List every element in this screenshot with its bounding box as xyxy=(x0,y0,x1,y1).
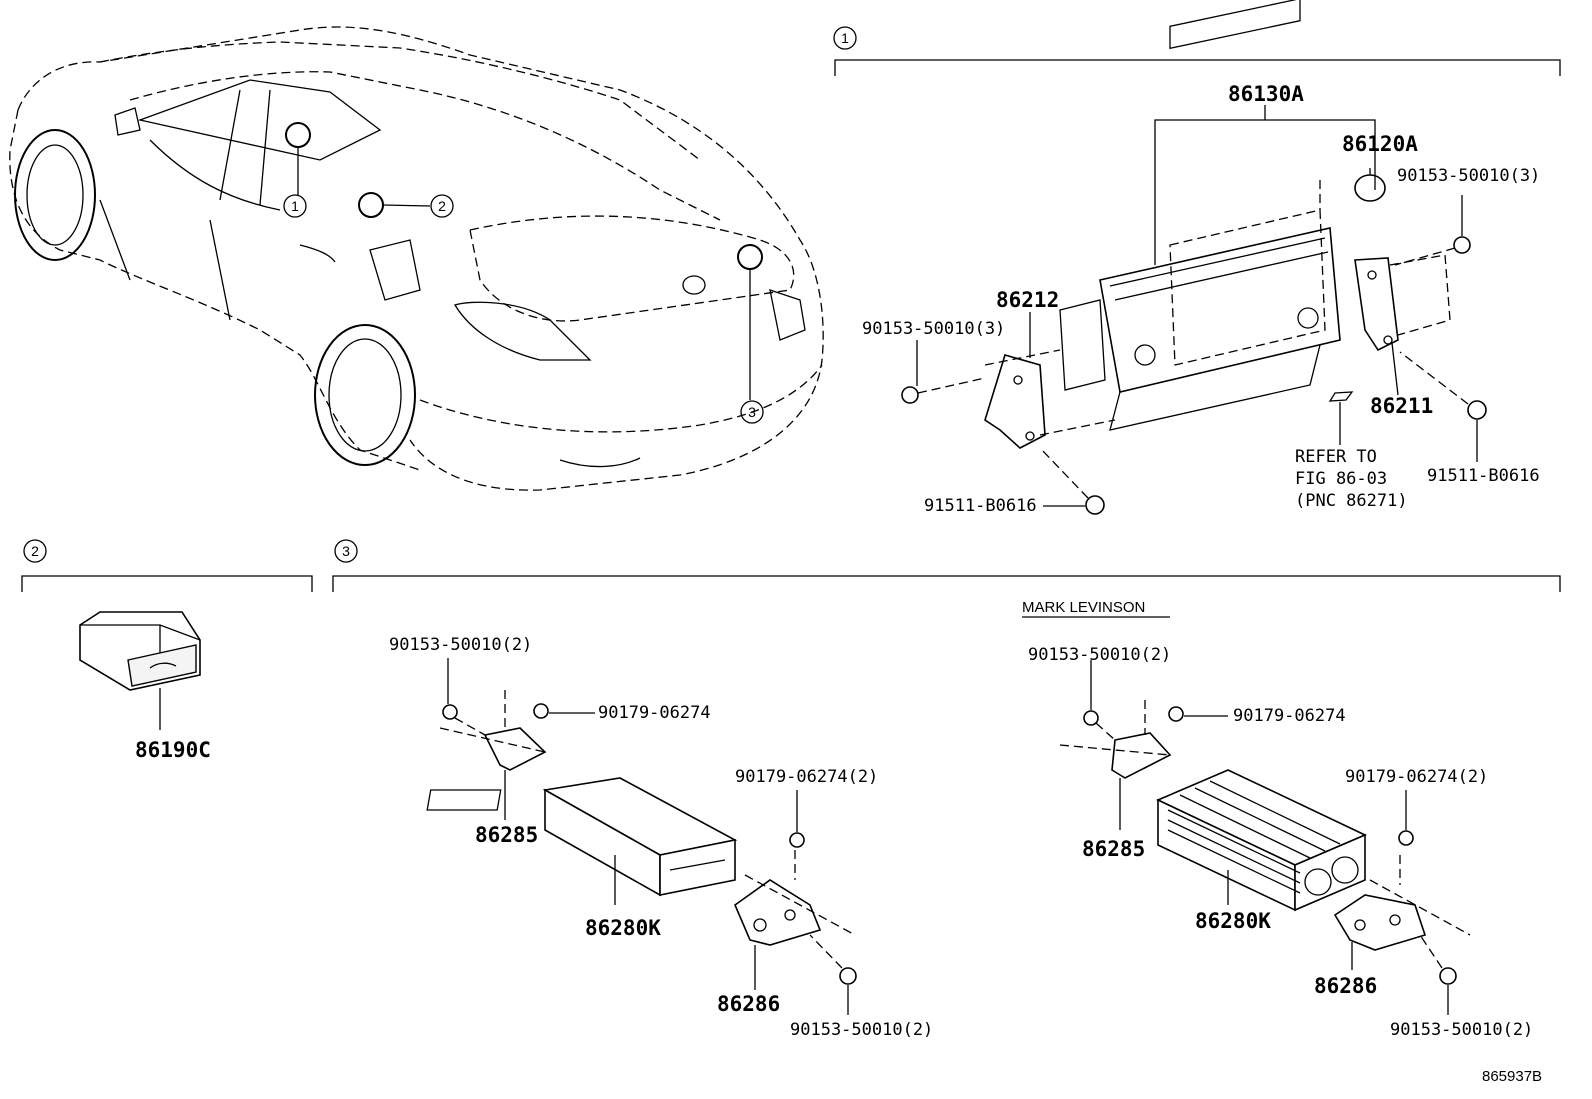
bracket-86212 xyxy=(984,354,1046,449)
car-callout-1-label: 1 xyxy=(291,198,299,214)
label-90153-top-left-s3: 90153-50010(2) xyxy=(389,635,532,655)
label-refer-line2: FIG 86-03 xyxy=(1295,469,1387,489)
section-1-header: 1 xyxy=(833,26,1561,76)
label-90153-bottom-right-s3: 90153-50010(2) xyxy=(1390,1020,1533,1040)
car-callout-1: 1 xyxy=(283,194,307,218)
figure-id: 865937B xyxy=(1482,1068,1542,1085)
label-91511-right: 91511-B0616 xyxy=(1427,466,1540,486)
nut-90179-top-right-s3 xyxy=(1168,706,1184,722)
label-90179-right-left-s3: 90179-06274(2) xyxy=(735,767,878,787)
bolt-90153-top-right-s3 xyxy=(1083,710,1099,726)
label-86280K-right: 86280K xyxy=(1195,909,1271,933)
label-86212: 86212 xyxy=(996,288,1059,312)
bracket-86285-right xyxy=(1111,732,1172,779)
head-unit-86130A xyxy=(1099,227,1341,393)
car-illustration xyxy=(9,26,824,491)
section-1-number: 1 xyxy=(841,30,849,46)
label-86120A: 86120A xyxy=(1342,132,1418,156)
bracket-86286-right xyxy=(1333,894,1427,951)
car-callout-2: 2 xyxy=(430,194,454,218)
label-86285-right: 86285 xyxy=(1082,837,1145,861)
label-90153-top-right: 90153-50010(3) xyxy=(1397,166,1540,186)
bracket-86286-left xyxy=(734,879,822,946)
label-refer-line3: (PNC 86271) xyxy=(1295,491,1408,511)
label-91511-bottom: 91511-B0616 xyxy=(924,496,1037,516)
label-86286-left: 86286 xyxy=(717,992,780,1016)
section-3-header: 3 xyxy=(332,539,1561,592)
label-90179-top-left-s3: 90179-06274 xyxy=(598,703,711,723)
label-86130A: 86130A xyxy=(1228,82,1304,106)
car-callout-3: 3 xyxy=(740,400,764,424)
label-86286-right: 86286 xyxy=(1314,974,1377,998)
bolt-90153-top-right xyxy=(1394,236,1471,266)
usb-port-86190C xyxy=(79,611,201,730)
label-86285-left: 86285 xyxy=(475,823,538,847)
label-90153-bottom-left-s3: 90153-50010(2) xyxy=(790,1020,933,1040)
knob-86120A xyxy=(1354,174,1386,202)
label-86280K-left: 86280K xyxy=(585,916,661,940)
bolt-90153-left xyxy=(901,377,986,404)
label-mark-levinson: MARK LEVINSON xyxy=(1022,599,1145,616)
car-callout-2-label: 2 xyxy=(438,198,446,214)
nut-90179-right-left-s3 xyxy=(789,832,805,848)
section-1-parts xyxy=(901,0,1487,515)
nut-90179-top-left-s3 xyxy=(533,703,549,719)
section-3-number: 3 xyxy=(342,543,350,559)
bolt-90153-bottom-left-s3 xyxy=(839,967,857,985)
label-90179-top-right-s3: 90179-06274 xyxy=(1233,706,1346,726)
section-2-header: 2 xyxy=(21,539,313,592)
label-refer-line1: REFER TO xyxy=(1295,447,1377,467)
bolt-90153-bottom-right-s3 xyxy=(1439,967,1457,985)
nut-90179-right-right-s3 xyxy=(1398,830,1414,846)
bracket-86285-left xyxy=(483,727,547,771)
section-3-right-assembly xyxy=(1059,660,1471,1015)
car-callout-3-label: 3 xyxy=(748,404,756,420)
label-86190C: 86190C xyxy=(135,738,211,762)
bolt-91511-right xyxy=(1399,351,1487,420)
label-90179-right-right-s3: 90179-06274(2) xyxy=(1345,767,1488,787)
section-3-left-assembly xyxy=(426,658,857,1015)
bolt-90153-top-left-s3 xyxy=(442,704,458,720)
label-90153-top-right-s3: 90153-50010(2) xyxy=(1028,645,1171,665)
label-86211: 86211 xyxy=(1370,394,1433,418)
label-90153-left: 90153-50010(3) xyxy=(862,319,1005,339)
bolt-91511-bottom xyxy=(1039,447,1105,515)
bracket-86211 xyxy=(1354,257,1399,352)
section-2-number: 2 xyxy=(31,543,39,559)
